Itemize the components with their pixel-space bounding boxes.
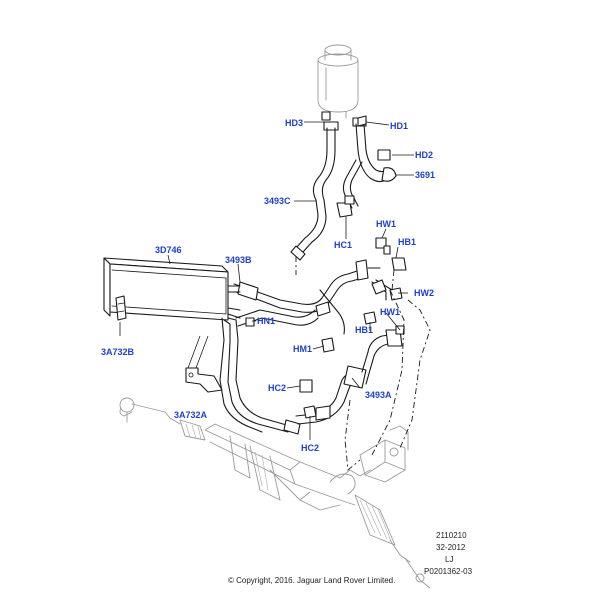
reference-line-1: 2110210	[436, 531, 467, 540]
callout-hw2: HW2	[414, 288, 434, 298]
callout-3a732a: 3A732A	[174, 410, 208, 420]
callout-hc2-b: HC2	[301, 443, 320, 453]
bracket-3a732a	[185, 335, 223, 393]
callout-3691: 3691	[415, 170, 436, 180]
hose-3493b	[233, 259, 393, 335]
reference-line-2: 32-2012	[436, 543, 466, 552]
bracket-3a732b	[115, 295, 127, 336]
centerlines	[295, 256, 431, 471]
callout-hm1: HM1	[293, 344, 313, 354]
callout-hd3: HD3	[285, 118, 304, 128]
callout-hd1: HD1	[390, 121, 409, 131]
reference-line-4: P0201362-03	[424, 567, 473, 576]
callout-3493c: 3493C	[264, 196, 291, 206]
callout-hb1-top: HB1	[398, 237, 417, 247]
callout-hc2-a: HC2	[268, 383, 287, 393]
fluid-reservoir	[317, 44, 359, 119]
fittings	[245, 111, 407, 419]
callout-hd2: HD2	[415, 150, 434, 160]
callout-hw1-mid: HW1	[380, 307, 400, 317]
hose-3493c	[290, 121, 339, 261]
callout-3a732b: 3A732B	[101, 347, 135, 357]
callout-3d746: 3D746	[155, 245, 182, 255]
copyright-notice: © Copyright, 2016. Jaguar Land Rover Lim…	[228, 576, 396, 585]
leaders	[167, 121, 414, 440]
callout-hn1: HN1	[257, 316, 276, 326]
callout-hb1-mid: HB1	[355, 325, 374, 335]
callout-hc1: HC1	[334, 240, 353, 250]
oil-cooler-3d746	[103, 257, 301, 435]
hose-3691	[336, 117, 397, 218]
callout-hw1-top: HW1	[376, 219, 396, 229]
steering-rack-gear	[119, 397, 431, 589]
callout-3493b: 3493B	[225, 255, 252, 265]
callout-3493a: 3493A	[365, 390, 392, 400]
reference-line-3: LJ	[445, 555, 454, 564]
